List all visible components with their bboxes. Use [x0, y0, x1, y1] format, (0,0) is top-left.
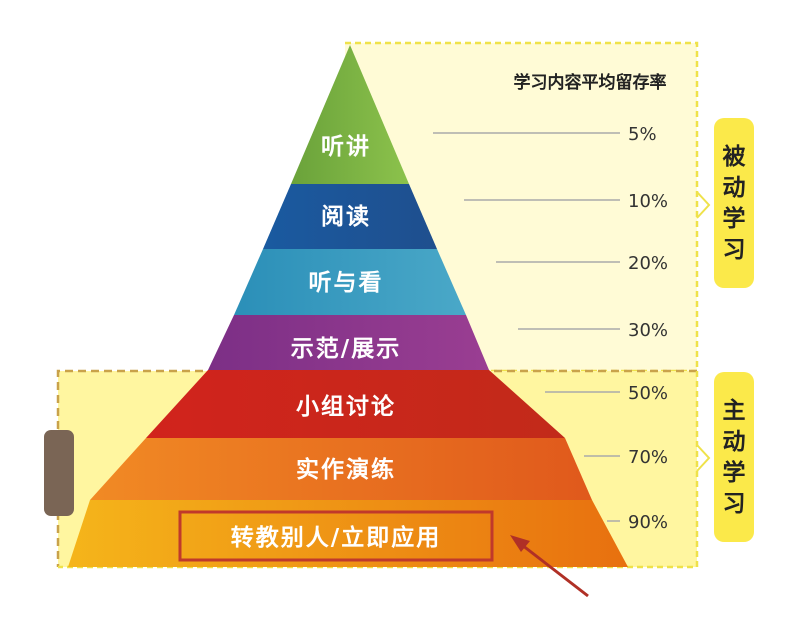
tier-label-6: 实作演练: [296, 456, 396, 483]
tier-label-5: 小组讨论: [296, 393, 396, 420]
passive-char-2: 动: [723, 175, 746, 201]
active-char-3: 学: [723, 459, 746, 486]
active-learning-badge: [714, 372, 754, 542]
passive-bracket-notch: [696, 191, 711, 219]
pyramid: [68, 45, 628, 567]
tier-label-3: 听与看: [309, 270, 384, 296]
active-char-4: 习: [723, 491, 746, 517]
retention-percent-4: 30%: [628, 320, 668, 341]
active-char-2: 动: [723, 429, 746, 455]
tier-shape-7: [68, 500, 628, 567]
tier-shape-1: [291, 45, 409, 184]
active-bracket-notch: [696, 444, 711, 472]
retention-percent-2: 10%: [628, 191, 668, 212]
retention-percent-7: 90%: [628, 512, 668, 533]
tier-shape-3: [234, 249, 466, 315]
tier-shape-2: [263, 184, 437, 249]
retention-title: 学习内容平均留存率: [514, 72, 667, 93]
passive-char-3: 学: [723, 205, 746, 232]
retention-percent-6: 70%: [628, 447, 668, 468]
retention-percent-5: 50%: [628, 383, 668, 404]
drag-handle[interactable]: [44, 430, 74, 516]
tier-shape-6: [90, 438, 592, 500]
tier-label-1: 听讲: [321, 134, 371, 160]
passive-char-4: 习: [723, 237, 746, 263]
retention-percent-1: 5%: [628, 124, 657, 145]
tier-shape-4: [208, 315, 489, 370]
passive-char-1: 被: [723, 144, 747, 170]
tier-label-2: 阅读: [321, 204, 371, 230]
retention-percent-3: 20%: [628, 253, 668, 274]
pointer-arrow-icon: [510, 535, 589, 598]
tier-label-7: 转教别人/立即应用: [231, 524, 441, 551]
highlight-box[interactable]: [178, 510, 494, 562]
active-char-1: 主: [723, 398, 746, 424]
tier-shape-5: [146, 370, 565, 438]
tier-label-4: 示范/展示: [291, 336, 401, 362]
passive-learning-badge: [714, 118, 754, 288]
